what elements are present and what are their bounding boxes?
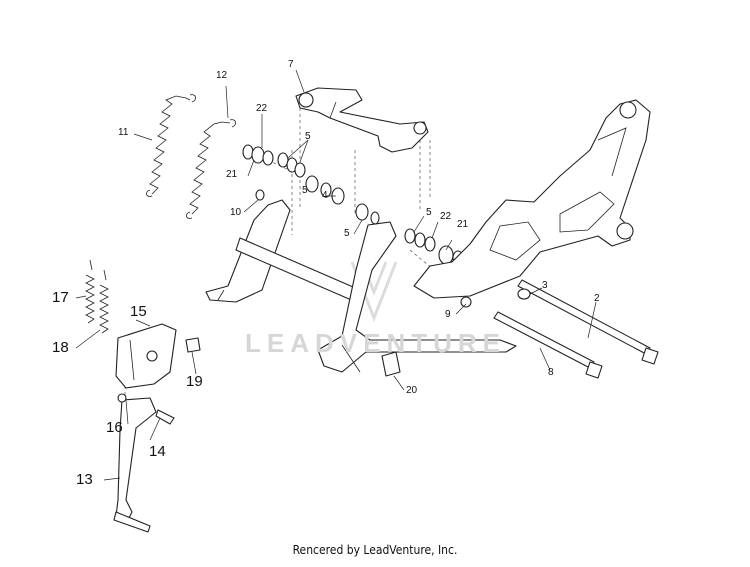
- callout-18: 18: [52, 339, 69, 356]
- bolt-14: [155, 409, 175, 425]
- switch-19: [185, 337, 201, 353]
- callout-21-right: 21: [457, 219, 469, 230]
- bolt-8: [493, 311, 603, 379]
- spring-18: [99, 269, 109, 334]
- bolt-2: [517, 279, 659, 365]
- frame-bracket: [413, 99, 651, 299]
- credit-line: Rencered by LeadVenture, Inc.: [292, 543, 458, 557]
- callout-15: 15: [130, 303, 147, 320]
- callout-22-left: 22: [256, 103, 268, 114]
- callout-9: 9: [445, 309, 451, 320]
- spring-17: [85, 259, 95, 324]
- callout-7: 7: [288, 59, 294, 70]
- side-stand-13: [113, 393, 157, 533]
- washer-10: [255, 189, 265, 201]
- washer-9: [460, 296, 472, 308]
- bushing-22-left: [242, 144, 274, 166]
- pivot-bracket-7: [295, 87, 429, 153]
- callout-21-left: 21: [226, 169, 238, 180]
- callout-19: 19: [186, 373, 203, 390]
- side-stand-bracket-15: [115, 323, 177, 389]
- callout-5-top: 5: [305, 131, 311, 142]
- watermark-text: LEADVENTURE: [245, 328, 507, 358]
- callout-12: 12: [216, 70, 228, 81]
- callout-13: 13: [76, 471, 93, 488]
- rubber-pad-20: [381, 351, 401, 377]
- callout-5-right: 5: [426, 207, 432, 218]
- callout-14: 14: [149, 443, 166, 460]
- callout-5-mid: 5: [302, 185, 308, 196]
- bushings-4: [305, 175, 380, 225]
- leader-lines: [75, 69, 597, 481]
- callout-10: 10: [230, 207, 242, 218]
- callout-22-right: 22: [440, 211, 452, 222]
- callout-20: 20: [406, 385, 418, 396]
- spring-12: [186, 119, 236, 219]
- callout-4: 4: [322, 190, 328, 201]
- washer-3: [517, 288, 531, 300]
- washers-5-left: [277, 152, 306, 178]
- callout-11: 11: [118, 127, 129, 138]
- callout-16: 16: [106, 419, 123, 436]
- center-stand: [205, 199, 517, 373]
- callout-5-lower: 5: [344, 228, 350, 239]
- spring-11: [146, 94, 196, 197]
- callout-2: 2: [594, 293, 600, 304]
- callout-17: 17: [52, 289, 69, 306]
- callout-3: 3: [542, 280, 548, 291]
- callout-8: 8: [548, 367, 554, 378]
